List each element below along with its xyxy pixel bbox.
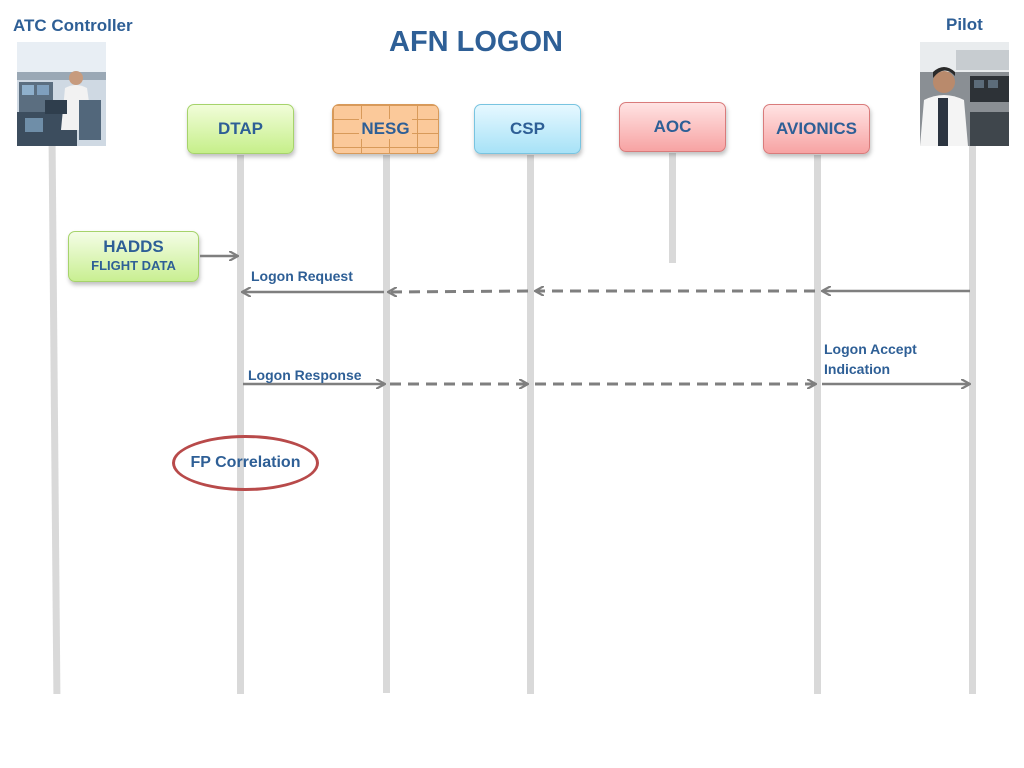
dtap-label: DTAP [217, 119, 263, 138]
pilot-photo [920, 42, 1009, 146]
lifeline-aoc [669, 153, 676, 263]
pilot-label: Pilot [946, 15, 983, 34]
csp-node: CSP [474, 104, 581, 154]
aoc-node: AOC [619, 102, 726, 152]
hadds-flight-data-box: HADDS FLIGHT DATA [68, 231, 199, 282]
lifeline-pilot [969, 146, 976, 694]
logon-request-label: Logon Request [251, 268, 353, 284]
logon-accept-label-line1: Logon Accept [824, 341, 917, 357]
flight-data-label: FLIGHT DATA [91, 258, 176, 273]
lifeline-csp [527, 155, 534, 694]
lifeline-avionics [814, 155, 821, 694]
logon-response-label: Logon Response [248, 367, 362, 383]
logon-request-csp-to-nesg [389, 291, 529, 292]
avionics-label: AVIONICS [776, 119, 857, 138]
csp-label: CSP [510, 119, 545, 138]
dtap-node: DTAP [187, 104, 294, 154]
aoc-label: AOC [653, 117, 692, 136]
avionics-node: AVIONICS [763, 104, 870, 154]
nesg-node: NESG [332, 104, 439, 154]
fp-correlation-ellipse: FP Correlation [172, 435, 319, 491]
nesg-label: NESG [359, 119, 412, 139]
lifeline-dtap [237, 155, 244, 694]
page-title: AFN LOGON [389, 26, 563, 58]
fp-correlation-label: FP Correlation [190, 454, 301, 471]
logon-accept-label-line2: Indication [824, 361, 891, 377]
lifeline-nesg [383, 155, 390, 693]
atc-controller-photo [17, 42, 106, 146]
atc-controller-label: ATC Controller [13, 16, 133, 35]
hadds-label: HADDS [103, 237, 164, 256]
